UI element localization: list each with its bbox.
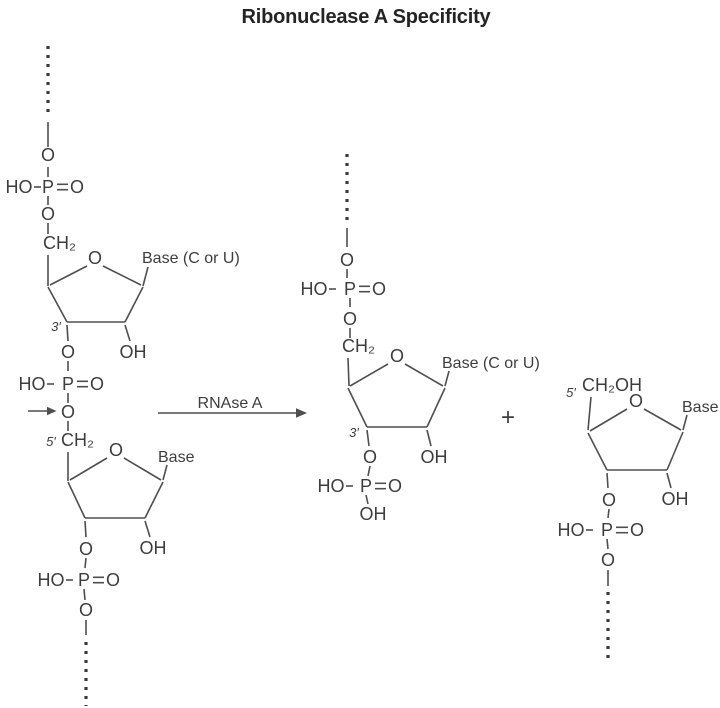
- base-label: Base: [158, 449, 195, 466]
- bond: [365, 494, 369, 505]
- ho-group: HO: [558, 520, 585, 540]
- bond: [83, 588, 86, 601]
- base-bond: [444, 370, 450, 387]
- o-atom: O: [41, 145, 55, 165]
- bond: [84, 557, 87, 569]
- plus-sign: +: [501, 404, 515, 431]
- ho-group: HO: [19, 374, 46, 394]
- base-bond: [162, 464, 168, 481]
- ring-o-atom: O: [88, 248, 102, 268]
- ring-bond: [349, 363, 389, 387]
- ring-bond: [587, 432, 608, 471]
- o-atom: O: [61, 402, 75, 422]
- oh-group: OH: [140, 538, 167, 558]
- product-5-hydroxyl-structure: 5′ CH₂OH O Base O OH HO P O O: [558, 375, 719, 658]
- base-label: Base (C or U): [142, 250, 240, 267]
- bond: [366, 429, 370, 447]
- enzyme-label: RNAse A: [198, 395, 263, 412]
- ring-o-atom: O: [109, 440, 123, 460]
- oh-group: OH: [360, 504, 387, 524]
- ring-bond: [124, 286, 144, 323]
- ring-bond: [49, 265, 88, 286]
- page-title: Ribonuclease A Specificity: [242, 6, 492, 28]
- ho-group: HO: [6, 177, 33, 197]
- o-atom: O: [61, 342, 75, 362]
- bond: [367, 465, 371, 477]
- prime-5-label: 5′: [46, 434, 56, 449]
- o-atom: O: [79, 600, 93, 620]
- bond: [666, 472, 672, 489]
- bond: [124, 324, 131, 342]
- ring-bond: [102, 265, 142, 286]
- ring-bond: [69, 457, 108, 481]
- o-atom: O: [388, 476, 402, 496]
- ring-o-atom: O: [629, 391, 643, 411]
- bond: [587, 396, 592, 431]
- ring-o-atom: O: [390, 346, 404, 366]
- ring-bond: [426, 387, 446, 428]
- p-atom: P: [360, 476, 372, 496]
- reaction-arrow: RNAse A: [158, 395, 307, 418]
- ring-bond: [404, 363, 444, 387]
- oh-group: OH: [421, 447, 448, 467]
- o-atom: O: [601, 550, 615, 570]
- bond: [144, 520, 151, 538]
- o-atom: O: [340, 250, 354, 270]
- p-atom: P: [78, 570, 90, 590]
- substrate-structure: O HO P O O CH₂ O Base (C or U) 3′ O OH H…: [6, 46, 240, 706]
- ring-bond: [666, 431, 684, 471]
- ch2-group: CH₂: [342, 336, 375, 356]
- p-atom: P: [42, 177, 54, 197]
- ho-group: HO: [301, 279, 328, 299]
- o-atom: O: [70, 177, 84, 197]
- o-atom: O: [343, 309, 357, 329]
- bond: [607, 508, 610, 519]
- p-atom: P: [344, 279, 356, 299]
- ring-bond: [347, 387, 368, 428]
- bond: [426, 429, 432, 447]
- base-bond: [142, 266, 149, 287]
- ch2-group: CH₂: [43, 233, 76, 253]
- base-bond: [682, 414, 688, 431]
- o-atom: O: [106, 570, 120, 590]
- o-atom: O: [41, 204, 55, 224]
- base-label: Base (C or U): [442, 355, 540, 372]
- ring-bond: [123, 457, 162, 481]
- bond: [606, 472, 609, 489]
- bond: [66, 324, 69, 342]
- ring-bond: [643, 408, 682, 431]
- ring-bond: [67, 481, 86, 519]
- o-atom: O: [630, 520, 644, 540]
- oh-group: OH: [120, 342, 147, 362]
- o-atom: O: [90, 374, 104, 394]
- o-atom: O: [79, 539, 93, 559]
- ring-bond: [144, 481, 164, 519]
- o-atom: O: [372, 279, 386, 299]
- base-label: Base: [682, 399, 719, 416]
- prime-3-label: 3′: [349, 425, 359, 440]
- ch2-group: CH₂: [61, 430, 94, 450]
- prime-3-label: 3′: [51, 319, 61, 334]
- ch2oh-group: CH₂OH: [582, 375, 642, 395]
- ring-bond: [47, 286, 68, 323]
- bond: [606, 538, 609, 550]
- ho-group: HO: [318, 476, 345, 496]
- bond: [347, 357, 350, 387]
- ho-group: HO: [38, 570, 65, 590]
- cleavage-arrowhead: [47, 406, 57, 416]
- ring-bond: [589, 408, 628, 432]
- o-atom: O: [363, 447, 377, 467]
- product-3-phosphate-structure: O HO P O O CH₂ O Base (C or U) 3′ O OH H…: [301, 154, 540, 524]
- oh-group: OH: [662, 489, 689, 509]
- bond: [84, 520, 87, 538]
- p-atom: P: [601, 520, 613, 540]
- arrowhead: [296, 408, 307, 418]
- prime-5-label: 5′: [566, 385, 576, 400]
- p-atom: P: [62, 374, 74, 394]
- o-atom: O: [602, 490, 616, 510]
